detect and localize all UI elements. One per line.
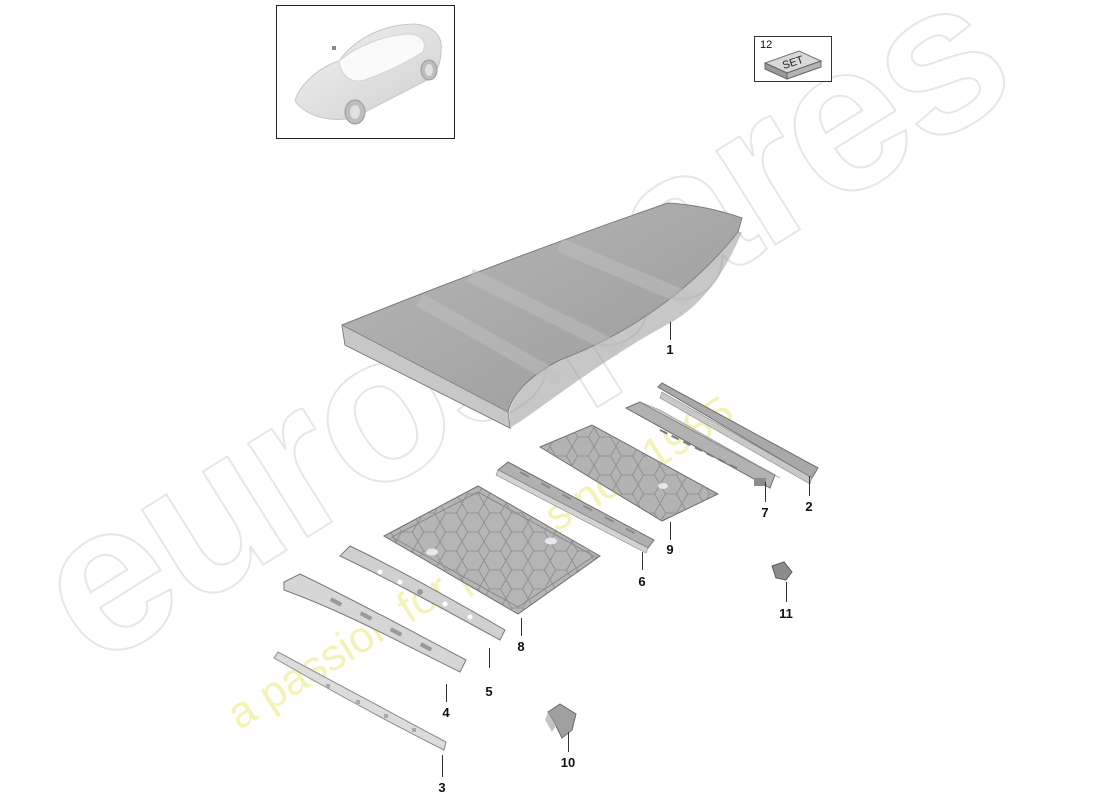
callout-3[interactable]: 3 <box>438 780 446 795</box>
bracket-right[interactable] <box>771 561 793 581</box>
callout-9[interactable]: 9 <box>666 542 674 557</box>
leader-line-6 <box>642 552 643 570</box>
leader-line-3 <box>442 755 443 777</box>
rear-roof-reinforcement-panel[interactable] <box>538 424 720 522</box>
vehicle-thumbnail <box>276 5 455 139</box>
front-trim-strip[interactable] <box>273 651 447 751</box>
set-number: 12 <box>760 39 773 51</box>
callout-5[interactable]: 5 <box>485 684 493 699</box>
callout-11[interactable]: 11 <box>779 606 793 621</box>
bracket-left[interactable] <box>545 703 577 739</box>
set-badge: 12 SET <box>754 36 832 82</box>
callout-8[interactable]: 8 <box>517 639 525 654</box>
callout-2[interactable]: 2 <box>805 499 813 514</box>
side-roof-rail-outer[interactable] <box>657 382 819 485</box>
middle-roof-bow[interactable] <box>495 461 655 554</box>
callout-10[interactable]: 10 <box>560 755 576 770</box>
leader-line-11 <box>786 582 787 602</box>
callout-7[interactable]: 7 <box>761 505 769 520</box>
front-roof-reinforcement-panel[interactable] <box>382 485 601 615</box>
callout-6[interactable]: 6 <box>638 574 646 589</box>
leader-line-10 <box>568 732 569 752</box>
leader-line-1 <box>670 322 671 340</box>
side-roof-rail-inner[interactable] <box>624 401 781 489</box>
leader-line-7 <box>765 482 766 502</box>
front-roof-frame[interactable] <box>283 573 467 673</box>
car-overview-icon <box>294 23 442 125</box>
roof-panel[interactable] <box>341 202 743 430</box>
leader-line-9 <box>670 522 671 540</box>
callout-1[interactable]: 1 <box>666 342 674 357</box>
leader-line-5 <box>489 648 490 668</box>
front-roof-bow[interactable] <box>339 545 506 641</box>
leader-line-4 <box>446 684 447 702</box>
leader-line-2 <box>809 476 810 496</box>
callout-4[interactable]: 4 <box>442 705 450 720</box>
leader-line-8 <box>521 618 522 636</box>
set-box-icon: SET <box>763 50 823 80</box>
